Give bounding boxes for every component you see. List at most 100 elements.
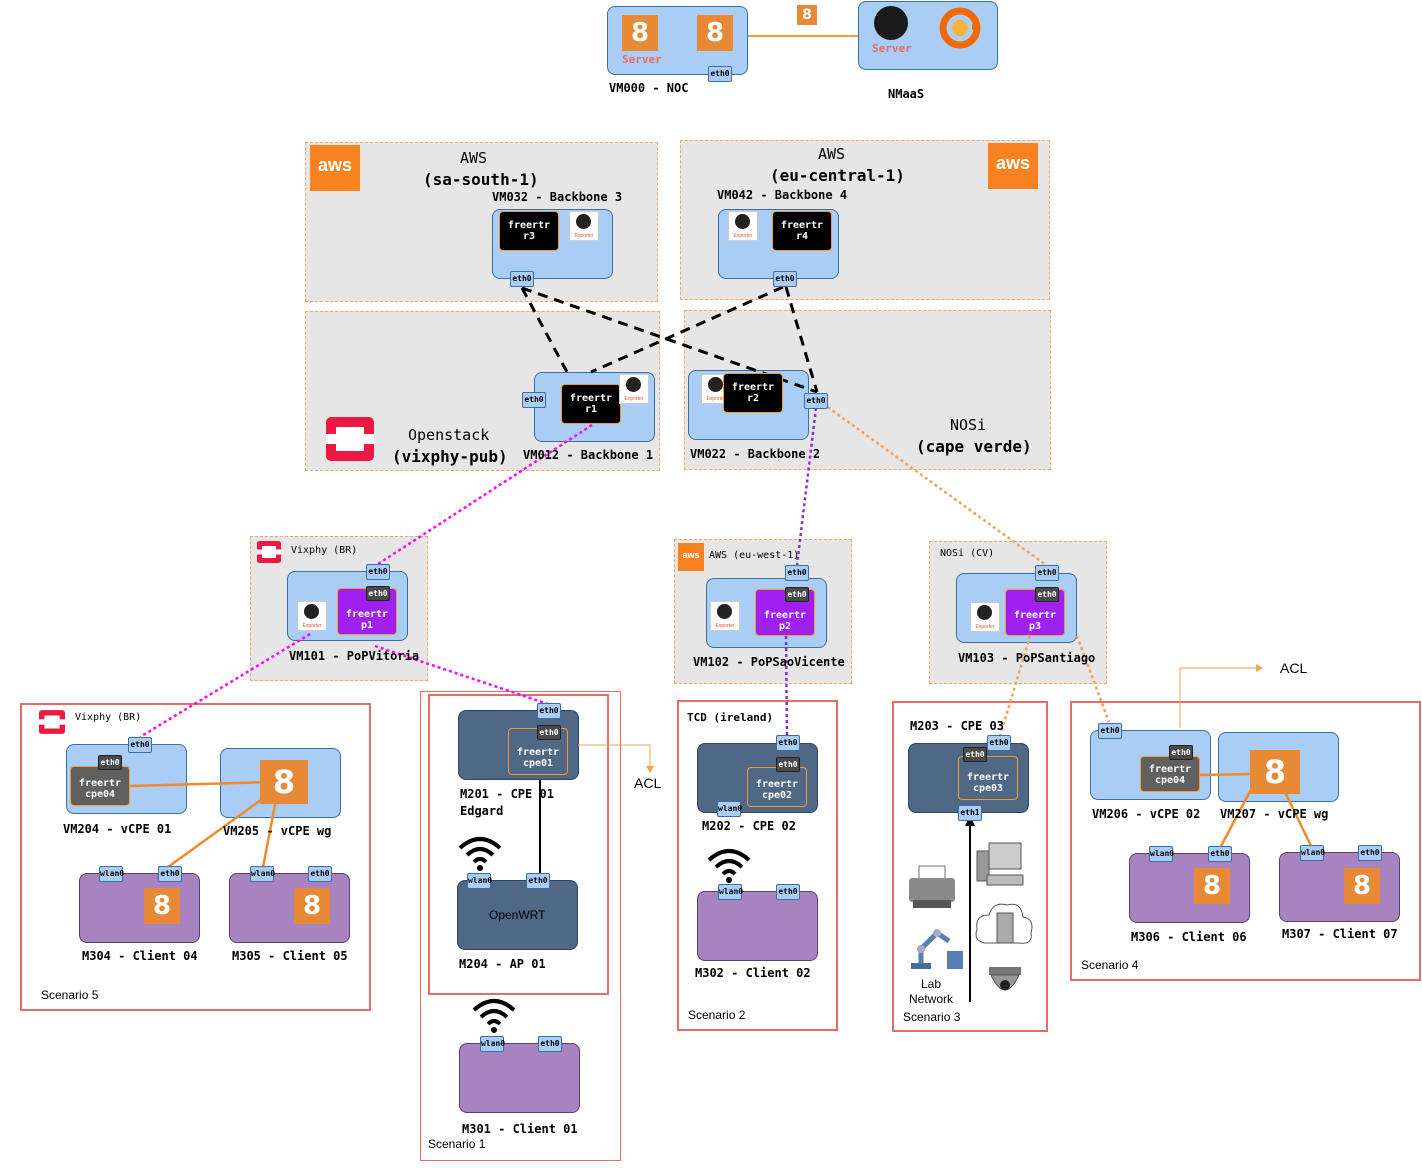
router-r2[interactable]: freertr r2 xyxy=(723,373,783,413)
scenario4-label: Scenario 4 xyxy=(1081,958,1139,972)
openwrt-text: OpenWRT xyxy=(489,908,546,922)
cloud-server-icon xyxy=(973,897,1035,953)
openstack-logo-icon xyxy=(39,710,65,734)
vm204-eth0[interactable]: eth0 xyxy=(128,737,152,753)
r2-eth0[interactable]: eth0 xyxy=(804,393,828,409)
m302-wlan0[interactable]: wlan0 xyxy=(718,884,743,900)
m305-box[interactable] xyxy=(229,873,350,943)
r3-eth0[interactable]: eth0 xyxy=(510,271,534,287)
exporter-icon: Exporter xyxy=(569,211,599,241)
noc-eth0[interactable]: eth0 xyxy=(708,66,732,82)
m301-box[interactable] xyxy=(459,1043,580,1113)
router-r4[interactable]: freertr r4 xyxy=(772,211,832,251)
r4-eth0[interactable]: eth0 xyxy=(773,271,797,287)
aws-logo-icon: aws xyxy=(988,143,1038,189)
cpe01-eth0[interactable]: eth0 xyxy=(537,725,561,740)
computer-icon xyxy=(975,841,1025,889)
m201-eth0[interactable]: eth0 xyxy=(537,703,561,719)
cpe04-s4-eth0[interactable]: eth0 xyxy=(1169,745,1193,760)
vm206-eth0[interactable]: eth0 xyxy=(1098,723,1122,739)
scenario3-box xyxy=(892,701,1048,1032)
m201-label-1: M201 - CPE 01 xyxy=(460,787,554,801)
m302-box[interactable] xyxy=(697,891,818,961)
router-cpe02[interactable]: freertr cpe02 xyxy=(747,767,807,807)
scenario3-label: Scenario 3 xyxy=(903,1010,961,1024)
cpe02-eth0[interactable]: eth0 xyxy=(776,757,800,772)
cpe02-l1: freertr xyxy=(755,779,799,790)
p2-eth0-outer[interactable]: eth0 xyxy=(785,565,809,581)
cpe03-l2: cpe03 xyxy=(972,783,1004,794)
wireguard-icon: 8 xyxy=(697,15,733,51)
m203-eth1[interactable]: eth1 xyxy=(958,805,982,821)
cpe02-l2: cpe02 xyxy=(761,790,793,801)
p3-eth0-inner[interactable]: eth0 xyxy=(1035,587,1059,602)
vm205-label: VM205 - vCPE wg xyxy=(223,824,332,838)
vm012-label: VM012 - Backbone 1 xyxy=(523,448,654,462)
m305-label: M305 - Client 05 xyxy=(232,949,348,963)
m204-ap-box[interactable] xyxy=(457,880,578,950)
m306-box[interactable] xyxy=(1129,853,1250,923)
router-r3[interactable]: freertr r3 xyxy=(499,211,559,251)
m307-wlan0[interactable]: wlan0 xyxy=(1300,845,1325,861)
wifi-icon xyxy=(707,848,751,888)
router-r3-l2: r3 xyxy=(522,231,536,242)
exporter-icon: Exporter xyxy=(297,601,327,631)
cpe03-eth0[interactable]: eth0 xyxy=(963,747,987,762)
wireguard-icon: 8 xyxy=(294,888,330,924)
exporter-text: Exporter xyxy=(574,233,594,239)
vm042-label: VM042 - Backbone 4 xyxy=(717,188,848,202)
exporter-icon: Exporter xyxy=(970,602,1000,632)
scenario2-box xyxy=(677,700,838,1031)
router-cpe04-s4[interactable]: freertr cpe04 xyxy=(1140,756,1200,792)
aws-eu-region: (eu-central-1) xyxy=(770,166,905,185)
m301-eth0[interactable]: eth0 xyxy=(538,1036,562,1052)
p2-eth0-inner[interactable]: eth0 xyxy=(785,587,809,602)
m204-eth0[interactable]: eth0 xyxy=(526,873,550,889)
router-p1-l2: p1 xyxy=(360,620,374,631)
cpe01-l1: freertr xyxy=(516,747,560,758)
m203-eth0[interactable]: eth0 xyxy=(987,735,1011,751)
openstack-logo-icon xyxy=(257,541,281,563)
m202-eth0[interactable]: eth0 xyxy=(776,735,800,751)
vm102-label: VM102 - PoPSaoVicente xyxy=(693,655,845,669)
m301-wlan0[interactable]: wlan0 xyxy=(480,1036,505,1052)
p1-eth0-inner[interactable]: eth0 xyxy=(366,586,390,601)
router-p2-l2: p2 xyxy=(778,621,792,632)
router-r1[interactable]: freertr r1 xyxy=(561,384,621,424)
cpe04-eth0[interactable]: eth0 xyxy=(98,755,122,770)
m307-eth0[interactable]: eth0 xyxy=(1358,845,1382,861)
m304-box[interactable] xyxy=(79,873,200,943)
router-cpe03[interactable]: freertr cpe03 xyxy=(958,756,1018,800)
cpe04-l2: cpe04 xyxy=(84,789,116,800)
noc-server-tag: Server xyxy=(622,53,662,66)
m306-eth0[interactable]: eth0 xyxy=(1208,846,1232,862)
router-r4-l1: freertr xyxy=(780,220,824,231)
wireguard-icon: 8 xyxy=(144,888,180,924)
m306-wlan0[interactable]: wlan0 xyxy=(1149,846,1174,862)
m302-label: M302 - Client 02 xyxy=(695,966,811,980)
m301-label: M301 - Client 01 xyxy=(462,1122,578,1136)
m204-wlan0[interactable]: wlan0 xyxy=(467,873,492,889)
vm103-label: VM103 - PoPSantiago xyxy=(958,651,1096,665)
router-r2-l1: freertr xyxy=(731,382,775,393)
m307-box[interactable] xyxy=(1279,852,1400,922)
m304-wlan0[interactable]: wlan0 xyxy=(99,866,124,882)
p1-eth0-outer[interactable]: eth0 xyxy=(366,564,390,580)
r1-eth0[interactable]: eth0 xyxy=(522,392,546,408)
cpe01-l2: cpe01 xyxy=(522,758,554,769)
exporter-text: Exporter xyxy=(715,623,735,629)
p3-eth0-outer[interactable]: eth0 xyxy=(1035,565,1059,581)
openstack-region: (vixphy-pub) xyxy=(392,447,508,466)
m302-eth0[interactable]: eth0 xyxy=(776,884,800,900)
m202-wlan0[interactable]: wlan0 xyxy=(717,801,742,817)
m304-eth0[interactable]: eth0 xyxy=(158,866,182,882)
scenario5-region: Vixphy (BR) xyxy=(75,712,142,723)
cpe04-s4-l2: cpe04 xyxy=(1154,775,1186,786)
m305-eth0[interactable]: eth0 xyxy=(308,866,332,882)
router-cpe04[interactable]: freertr cpe04 xyxy=(70,766,130,806)
exporter-icon: Exporter xyxy=(728,211,758,241)
acl-label-s1: ACL xyxy=(634,775,662,791)
aws-sa-region: (sa-south-1) xyxy=(423,170,539,189)
m305-wlan0[interactable]: wlan0 xyxy=(250,866,275,882)
openstack-logo-icon xyxy=(326,417,374,461)
